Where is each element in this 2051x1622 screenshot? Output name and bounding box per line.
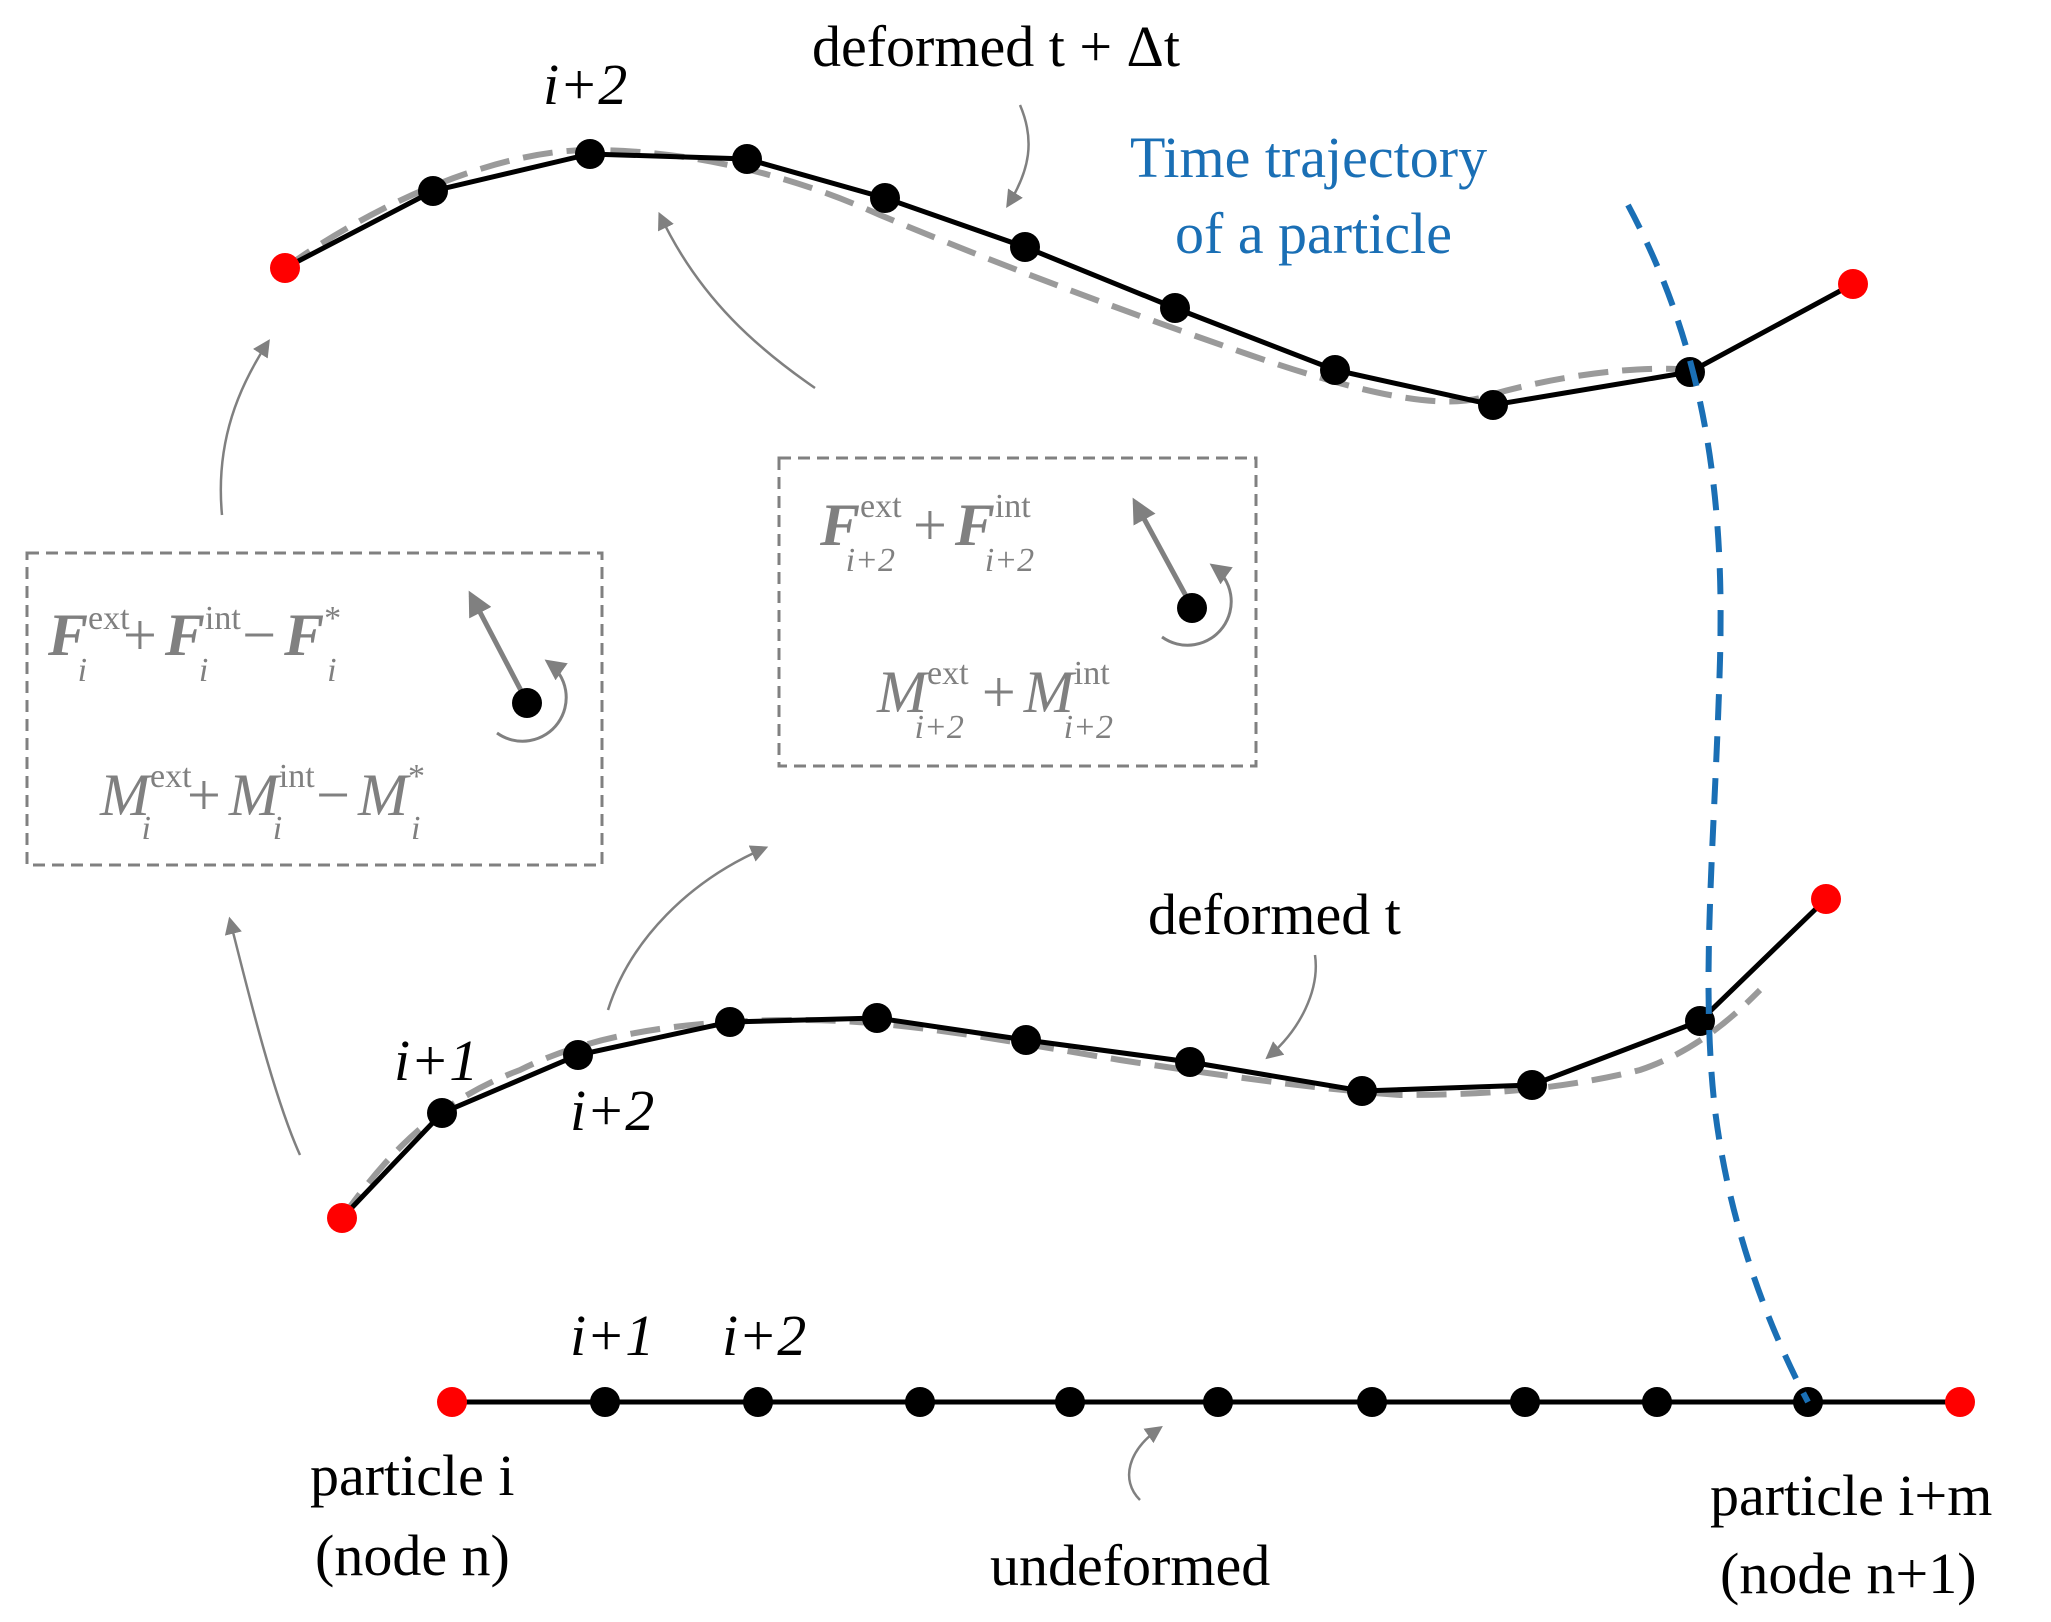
end-node-right xyxy=(1838,269,1868,299)
node xyxy=(575,139,605,169)
node xyxy=(427,1098,457,1128)
label-deformed-t-dt: deformed t + Δt xyxy=(812,14,1180,79)
node xyxy=(1175,1047,1205,1077)
labels: deformed t + Δt i+2 Time trajectory of a… xyxy=(310,14,1992,1606)
arrow-left-upper xyxy=(219,339,270,516)
particle-node-right xyxy=(1177,593,1207,623)
end-node-left xyxy=(437,1387,467,1417)
node xyxy=(1478,390,1508,420)
end-node-left xyxy=(327,1203,357,1233)
node xyxy=(563,1040,593,1070)
label-mid-i1: i+1 xyxy=(394,1028,478,1093)
box-right-frame xyxy=(777,456,1258,768)
node xyxy=(590,1387,620,1417)
label-node-n1: (node n+1) xyxy=(1720,1541,1977,1606)
label-trajectory-line2: of a particle xyxy=(1175,201,1452,266)
box-left-frame xyxy=(25,551,604,867)
node xyxy=(715,1007,745,1037)
node xyxy=(1011,1025,1041,1055)
arrow-deformed-t xyxy=(1265,954,1317,1060)
force-vector-left xyxy=(468,590,530,704)
label-deformed-t: deformed t xyxy=(1148,882,1401,947)
label-undeformed: undeformed xyxy=(990,1533,1270,1598)
dashed-reference-top xyxy=(283,146,1691,405)
polyline-top xyxy=(283,151,1855,408)
arrow-mid-upper xyxy=(658,211,816,390)
particle-node-left xyxy=(512,688,542,718)
label-node-n: (node n) xyxy=(315,1523,510,1588)
annotation-arrows xyxy=(219,104,1317,1501)
label-trajectory-line1: Time trajectory xyxy=(1130,125,1487,190)
node xyxy=(1347,1076,1377,1106)
label-bot-i1: i+1 xyxy=(570,1303,654,1368)
label-mid-i2: i+2 xyxy=(570,1078,654,1143)
node xyxy=(743,1387,773,1417)
end-node-right xyxy=(1945,1387,1975,1417)
node xyxy=(418,176,448,206)
line-undeformed xyxy=(437,1387,1975,1417)
node xyxy=(1510,1387,1540,1417)
end-node-left xyxy=(270,253,300,283)
node xyxy=(732,144,762,174)
arrow-mid-lower xyxy=(606,845,769,1011)
time-trajectory-curve xyxy=(1625,203,1811,1404)
label-top-i2: i+2 xyxy=(543,52,627,117)
moment-arc-left xyxy=(496,659,568,743)
node xyxy=(870,183,900,213)
node xyxy=(1010,232,1040,262)
node xyxy=(1160,293,1190,323)
moment-arc-right xyxy=(1161,563,1233,647)
node xyxy=(862,1003,892,1033)
arrow-undeformed xyxy=(1127,1426,1163,1501)
node xyxy=(1642,1387,1672,1417)
node xyxy=(905,1387,935,1417)
node xyxy=(1203,1387,1233,1417)
arrow-left-lower xyxy=(224,916,302,1156)
end-node-right xyxy=(1811,884,1841,914)
node xyxy=(1357,1387,1387,1417)
node xyxy=(1517,1070,1547,1100)
curve-deformed-t xyxy=(327,884,1841,1233)
force-vector-right xyxy=(1132,497,1195,609)
label-particle-i: particle i xyxy=(310,1443,515,1508)
node xyxy=(1320,355,1350,385)
dashed-reference-mid xyxy=(339,987,1763,1220)
node xyxy=(1055,1387,1085,1417)
arrow-deformed-t-dt xyxy=(1006,104,1030,208)
label-bot-i2: i+2 xyxy=(722,1303,806,1368)
curve-deformed-t-dt xyxy=(270,139,1868,420)
label-particle-im: particle i+m xyxy=(1710,1463,1992,1528)
